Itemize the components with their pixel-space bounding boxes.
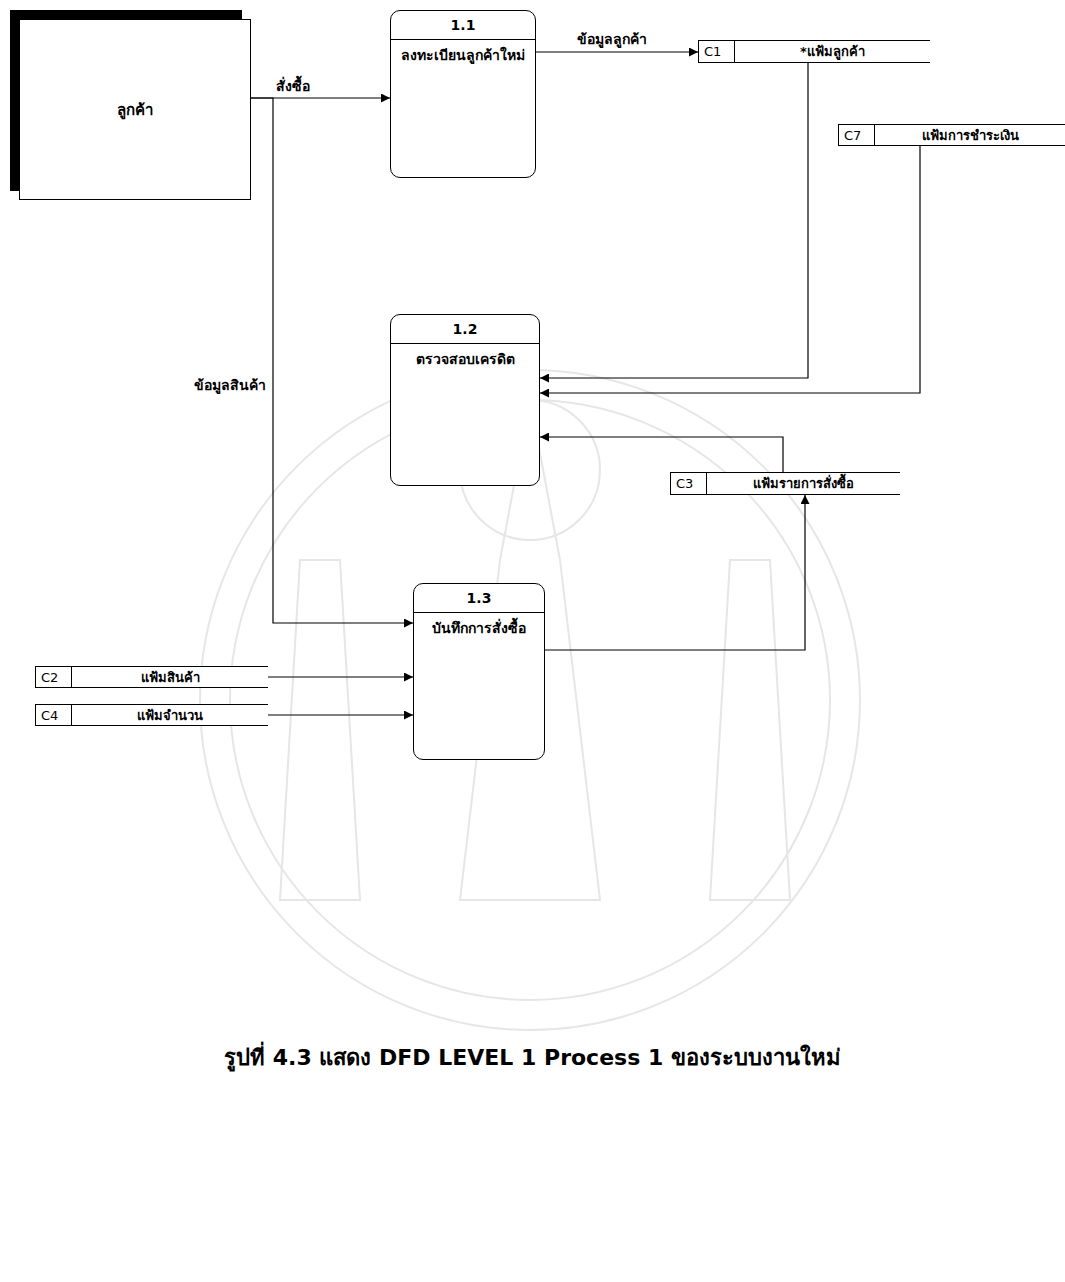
flow-label: ข้อมูลลูกค้า — [575, 30, 649, 48]
figure-caption: รูปที่ 4.3 แสดง DFD LEVEL 1 Process 1 ขอ… — [220, 1045, 845, 1070]
data-flow — [268, 676, 413, 677]
process-number: 1.2 — [391, 315, 539, 344]
store-id: C2 — [36, 667, 72, 687]
store-name: แฟ้มการชำระเงิน — [875, 125, 1065, 146]
store-id: C1 — [699, 41, 735, 62]
process-box: 1.3บันทึกการสั่งซื้อ — [413, 583, 545, 760]
process-number: 1.1 — [391, 11, 535, 40]
data-store: C7แฟ้มการชำระเงิน — [838, 124, 1065, 146]
store-id: C7 — [839, 125, 875, 145]
store-name: แฟ้มจำนวน — [72, 705, 268, 726]
data-flow — [540, 63, 808, 378]
figure-caption-row: รูปที่ 4.3 แสดง DFD LEVEL 1 Process 1 ขอ… — [0, 1040, 1065, 1075]
seal-towers — [280, 560, 790, 900]
process-name: ตรวจสอบเครดิต — [391, 344, 539, 375]
process-box: 1.2ตรวจสอบเครดิต — [390, 314, 540, 486]
data-store: C1*แฟ้มลูกค้า — [698, 40, 930, 63]
data-store: C3แฟ้มรายการสั่งซื้อ — [670, 472, 900, 495]
process-name: บันทึกการสั่งซื้อ — [414, 613, 544, 644]
data-flow — [268, 714, 413, 715]
data-flow — [545, 495, 805, 650]
data-flow — [251, 98, 413, 623]
process-name: ลงทะเบียนลูกค้าใหม่ — [391, 40, 535, 71]
external-entity: ลูกค้า — [19, 19, 251, 200]
store-name: แฟ้มรายการสั่งซื้อ — [707, 473, 900, 494]
store-name: แฟ้มสินค้า — [72, 667, 268, 688]
data-flow — [540, 146, 920, 393]
process-number: 1.3 — [414, 584, 544, 613]
store-id: C3 — [671, 473, 707, 494]
flow-label: สั่งซื้อ — [274, 77, 312, 95]
data-flow — [540, 437, 783, 472]
data-store: C4แฟ้มจำนวน — [35, 704, 268, 726]
flow-label: ข้อมูลสินค้า — [160, 376, 268, 394]
store-name: *แฟ้มลูกค้า — [735, 41, 930, 62]
store-id: C4 — [36, 705, 72, 725]
data-store: C2แฟ้มสินค้า — [35, 666, 268, 688]
data-flow — [536, 51, 698, 52]
entity-name: ลูกค้า — [117, 98, 153, 122]
process-box: 1.1ลงทะเบียนลูกค้าใหม่ — [390, 10, 536, 178]
